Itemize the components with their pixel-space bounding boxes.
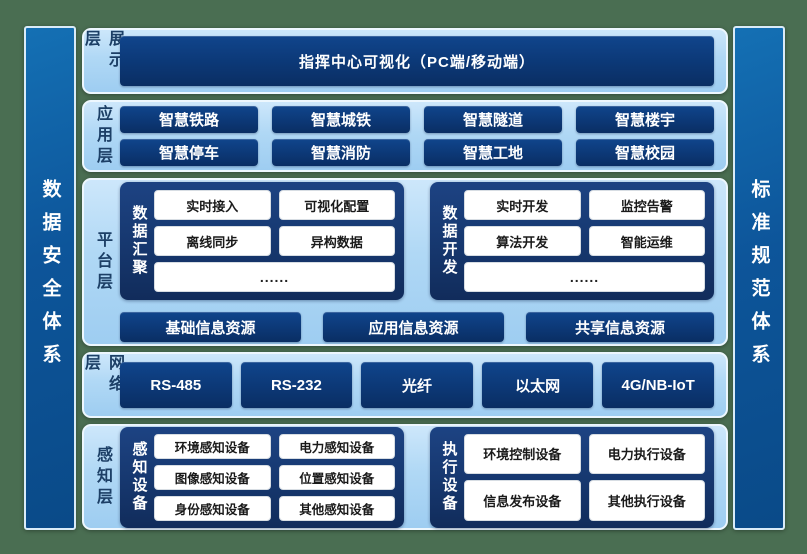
perception-groups: 感知设备 环境感知设备 电力感知设备 图像感知设备 位置感知设备 身份感知设备 … xyxy=(120,426,714,528)
device-item: 图像感知设备 xyxy=(154,464,271,490)
device-item: 电力感知设备 xyxy=(278,433,395,459)
data-aggregation-group: 数据汇聚 实时接入 可视化配置 离线同步 异构数据 ...... xyxy=(120,182,404,300)
device-item: 电力执行设备 xyxy=(588,433,705,474)
platform-more-item: ...... xyxy=(154,262,395,292)
application-layer-content: 智慧铁路 智慧城铁 智慧隧道 智慧楼宇 智慧停车 智慧消防 智慧工地 智慧校园 xyxy=(120,102,714,170)
sensing-devices-grid: 环境感知设备 电力感知设备 图像感知设备 位置感知设备 身份感知设备 其他感知设… xyxy=(154,433,395,521)
device-item: 信息发布设备 xyxy=(464,480,581,521)
app-item: 智慧消防 xyxy=(272,139,410,166)
app-item: 智慧校园 xyxy=(576,139,714,166)
resource-item: 共享信息资源 xyxy=(526,312,714,342)
resource-item: 应用信息资源 xyxy=(323,312,504,342)
network-item: 以太网 xyxy=(481,362,594,408)
perception-layer-label: 感知层 xyxy=(94,445,111,509)
standards-bar-label: 标准规范体系 xyxy=(748,179,770,377)
platform-item: 实时开发 xyxy=(464,190,581,220)
app-item: 智慧铁路 xyxy=(120,106,258,133)
device-item: 位置感知设备 xyxy=(278,464,395,490)
device-item: 环境感知设备 xyxy=(154,433,271,459)
device-item: 环境控制设备 xyxy=(464,433,581,474)
data-aggregation-grid: 实时接入 可视化配置 离线同步 异构数据 ...... xyxy=(154,190,395,292)
actuator-devices-grid: 环境控制设备 电力执行设备 信息发布设备 其他执行设备 xyxy=(464,433,705,521)
platform-item: 离线同步 xyxy=(154,226,271,256)
platform-item: 实时接入 xyxy=(154,190,271,220)
actuator-devices-group: 执行设备 环境控制设备 电力执行设备 信息发布设备 其他执行设备 xyxy=(430,426,714,528)
platform-layer-panel: 平台层 数据汇聚 实时接入 可视化配置 离线同步 异构数据 ...... 数据开… xyxy=(82,178,728,346)
app-item: 智慧工地 xyxy=(424,139,562,166)
network-item: RS-232 xyxy=(240,362,353,408)
standards-bar: 标准规范体系 xyxy=(733,26,785,530)
device-item: 身份感知设备 xyxy=(154,495,271,521)
device-item: 其他执行设备 xyxy=(588,480,705,521)
platform-more-item: ...... xyxy=(464,262,705,292)
presentation-layer-panel: 展示层 指挥中心可视化（PC端/移动端） xyxy=(82,28,728,94)
application-grid: 智慧铁路 智慧城铁 智慧隧道 智慧楼宇 智慧停车 智慧消防 智慧工地 智慧校园 xyxy=(120,106,714,166)
data-development-label: 数据开发 xyxy=(440,205,458,277)
actuator-devices-label: 执行设备 xyxy=(440,441,458,513)
data-development-grid: 实时开发 监控告警 算法开发 智能运维 ...... xyxy=(464,190,705,292)
platform-groups: 数据汇聚 实时接入 可视化配置 离线同步 异构数据 ...... 数据开发 实时… xyxy=(120,182,714,300)
network-item: 4G/NB-IoT xyxy=(602,362,714,408)
platform-layer-label: 平台层 xyxy=(94,230,111,294)
network-item: 光纤 xyxy=(361,362,473,408)
data-aggregation-label: 数据汇聚 xyxy=(130,205,148,277)
network-item: RS-485 xyxy=(120,362,232,408)
platform-item: 监控告警 xyxy=(588,190,705,220)
platform-item: 可视化配置 xyxy=(278,190,395,220)
app-item: 智慧楼宇 xyxy=(576,106,714,133)
sensing-devices-label: 感知设备 xyxy=(130,441,148,513)
platform-item: 异构数据 xyxy=(278,226,395,256)
platform-layer-content: 数据汇聚 实时接入 可视化配置 离线同步 异构数据 ...... 数据开发 实时… xyxy=(120,180,714,344)
app-item: 智慧城铁 xyxy=(272,106,410,133)
network-layer-label: 网络层 xyxy=(82,354,123,396)
perception-layer-content: 感知设备 环境感知设备 电力感知设备 图像感知设备 位置感知设备 身份感知设备 … xyxy=(120,426,714,528)
information-resources-row: 基础信息资源 应用信息资源 共享信息资源 xyxy=(120,312,714,342)
application-layer-label: 应用层 xyxy=(94,104,111,168)
network-grid: RS-485 RS-232 光纤 以太网 4G/NB-IoT xyxy=(120,362,714,408)
network-layer-panel: 网络层 RS-485 RS-232 光纤 以太网 4G/NB-IoT xyxy=(82,352,728,418)
platform-item: 算法开发 xyxy=(464,226,581,256)
device-item: 其他感知设备 xyxy=(278,495,395,521)
application-layer-panel: 应用层 智慧铁路 智慧城铁 智慧隧道 智慧楼宇 智慧停车 智慧消防 智慧工地 智… xyxy=(82,100,728,172)
presentation-layer-content: 指挥中心可视化（PC端/移动端） xyxy=(120,30,714,92)
data-development-group: 数据开发 实时开发 监控告警 算法开发 智能运维 ...... xyxy=(430,182,714,300)
app-item: 智慧停车 xyxy=(120,139,258,166)
perception-layer-panel: 感知层 感知设备 环境感知设备 电力感知设备 图像感知设备 位置感知设备 身份感… xyxy=(82,424,728,530)
command-center-title-box: 指挥中心可视化（PC端/移动端） xyxy=(120,36,714,86)
resource-item: 基础信息资源 xyxy=(120,312,301,342)
platform-item: 智能运维 xyxy=(588,226,705,256)
data-security-bar: 数据安全体系 xyxy=(24,26,76,530)
presentation-layer-label: 展示层 xyxy=(82,30,123,72)
data-security-bar-label: 数据安全体系 xyxy=(39,179,61,377)
app-item: 智慧隧道 xyxy=(424,106,562,133)
network-layer-content: RS-485 RS-232 光纤 以太网 4G/NB-IoT xyxy=(120,354,714,416)
sensing-devices-group: 感知设备 环境感知设备 电力感知设备 图像感知设备 位置感知设备 身份感知设备 … xyxy=(120,426,404,528)
